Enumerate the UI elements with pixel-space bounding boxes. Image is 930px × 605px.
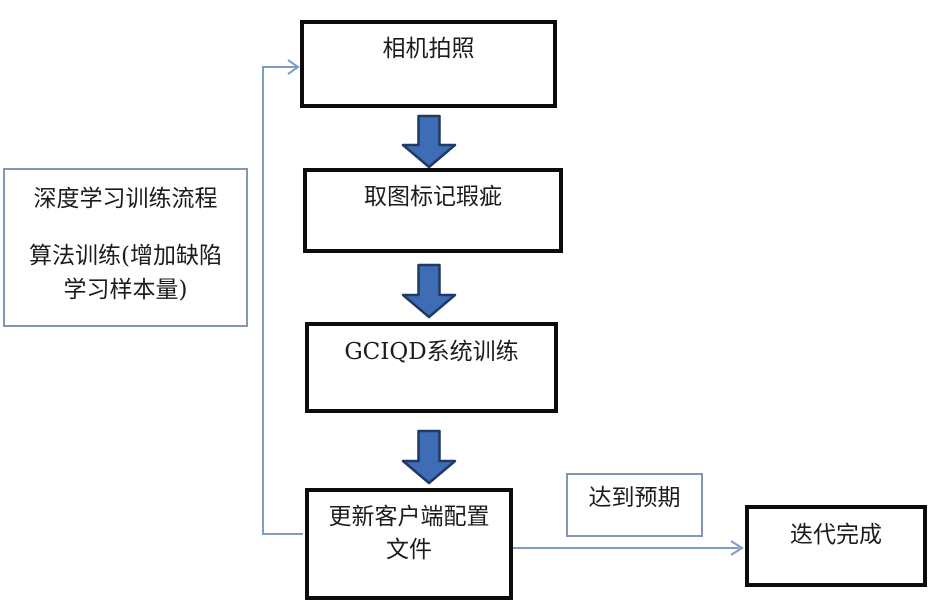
block-arrow-down-3	[401, 429, 457, 485]
done-branch-arrowhead	[730, 540, 744, 556]
block-arrow-down-2	[401, 263, 457, 319]
node-system-training: GCIQD系统训练	[305, 322, 558, 413]
side-note-box: 深度学习训练流程 算法训练(增加缺陷 学习样本量)	[3, 168, 248, 327]
node-camera-capture: 相机拍照	[300, 20, 557, 108]
side-note-body-line2: 学习样本量)	[63, 277, 188, 303]
feedback-loop-arrowhead	[287, 59, 300, 75]
side-note-body: 算法训练(增加缺陷 学习样本量)	[5, 239, 246, 307]
node-iteration-done-label: 迭代完成	[790, 522, 882, 548]
node-update-client-config-line1: 更新客户端配置	[328, 504, 490, 530]
label-expectation-met: 达到预期	[566, 473, 703, 537]
block-arrow-down-1	[401, 114, 457, 169]
node-mark-defects: 取图标记瑕疵	[303, 168, 563, 253]
node-system-training-label: GCIQD系统训练	[344, 339, 519, 365]
side-note-body-line1: 算法训练(增加缺陷	[29, 243, 222, 269]
node-mark-defects-label: 取图标记瑕疵	[364, 184, 502, 210]
side-note-title: 深度学习训练流程	[33, 186, 218, 212]
node-update-client-config: 更新客户端配置 文件	[305, 488, 513, 600]
node-camera-capture-label: 相机拍照	[382, 36, 475, 62]
label-expectation-met-text: 达到预期	[588, 485, 681, 511]
feedback-loop-line	[262, 66, 303, 535]
node-update-client-config-line2: 文件	[386, 537, 432, 563]
node-iteration-done: 迭代完成	[745, 505, 927, 587]
